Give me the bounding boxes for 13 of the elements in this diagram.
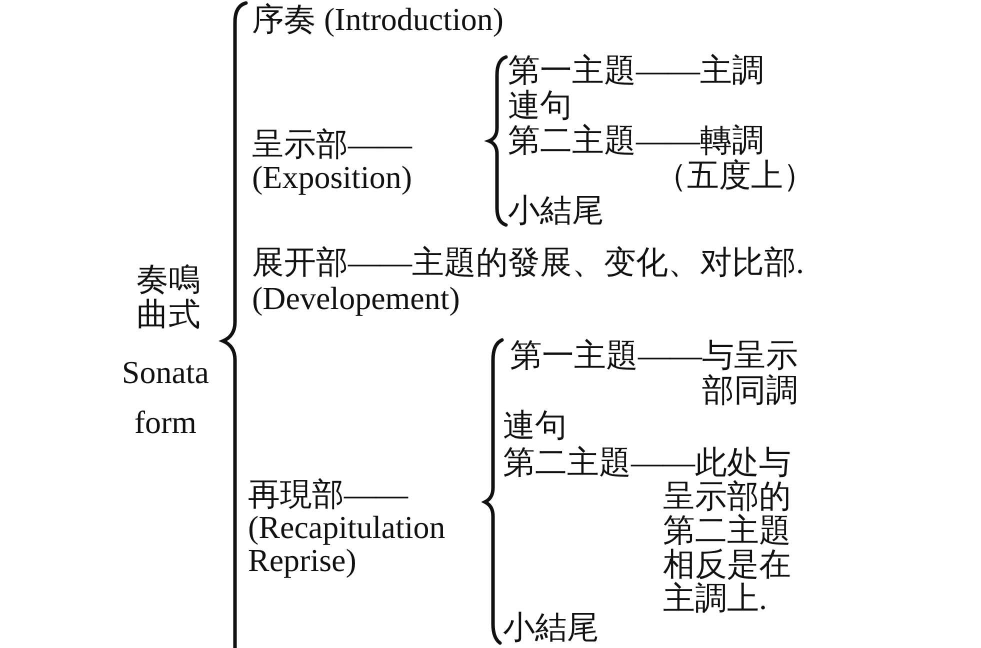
- section-label: 展开部——主題的發展、变化、对比部. (Developement): [252, 244, 805, 316]
- root-term-label: 奏鳴曲式: [136, 262, 201, 332]
- root-term-label: Sonata form: [120, 353, 210, 442]
- subsection-label: 小結尾: [508, 193, 604, 227]
- subsection-label: 連句: [503, 408, 567, 442]
- subsection-label: 第二主題——轉調（五度上）: [508, 123, 816, 193]
- section-label: 再現部—— (Recapitulation Reprise): [248, 478, 446, 577]
- subsection-label: 第一主題——与呈示部同調: [509, 338, 798, 408]
- subsection-label: 連句: [508, 88, 572, 122]
- section-label: 呈示部—— (Exposition): [252, 128, 413, 194]
- subsection-label: 小結尾: [503, 610, 599, 644]
- section-label: 序奏 (Introduction): [252, 2, 504, 36]
- subsection-label: 第一主題——主調: [508, 53, 764, 87]
